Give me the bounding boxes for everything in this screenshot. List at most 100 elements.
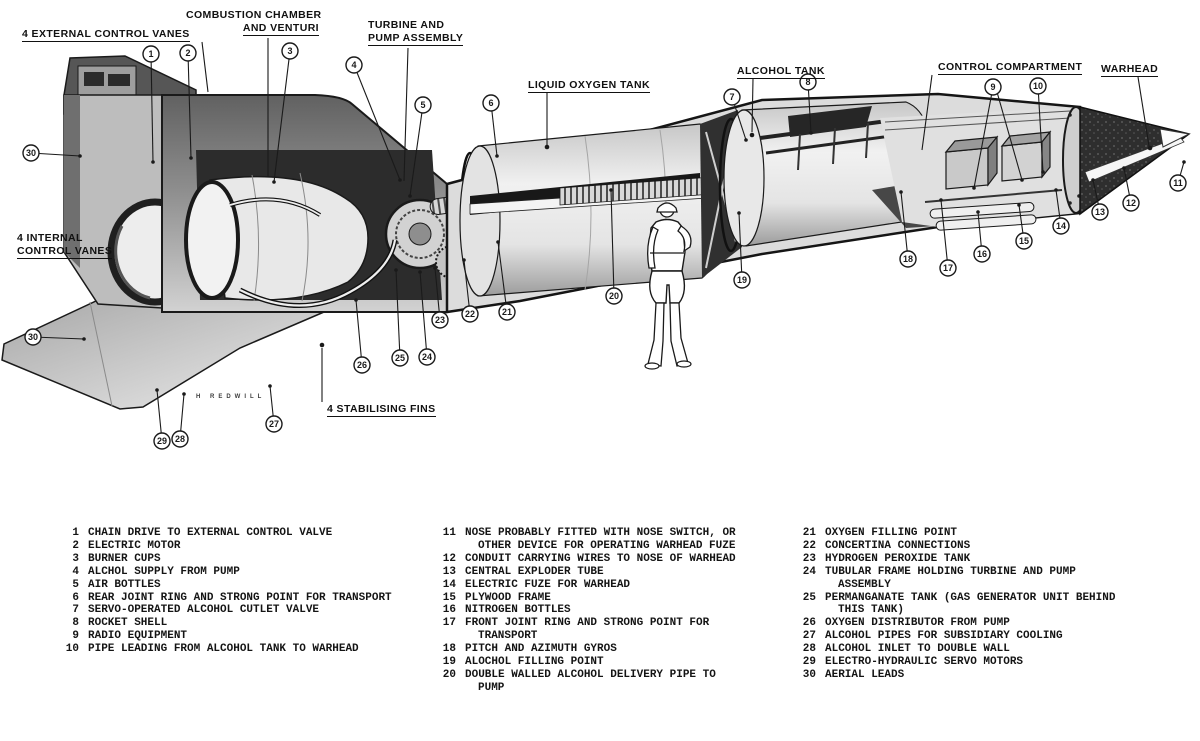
legend-item-text: ELECTRIC MOTOR (88, 539, 181, 552)
svg-text:2: 2 (185, 48, 190, 58)
callout-30: 30 (24, 328, 86, 346)
legend-item-number: 26 (802, 617, 816, 630)
legend-item-number: 27 (802, 630, 816, 643)
legend-item-text: BURNER CUPS (88, 552, 161, 565)
legend-item-20: 20 DOUBLE WALLED ALCOHOL DELIVERY PIPE TO… (432, 669, 790, 695)
legend-item-number: 7 (72, 604, 79, 617)
legend-item-text: ALOCHOL FILLING POINT (465, 656, 604, 669)
legend-item-number: 29 (802, 656, 816, 669)
combustion-chamber (184, 172, 369, 302)
svg-text:10: 10 (1033, 81, 1043, 91)
callout-26: 26 (353, 298, 371, 374)
plywood-frame-shelf (924, 189, 1063, 203)
callout-11: 11 (1169, 160, 1187, 192)
callout-14: 14 (1052, 188, 1070, 235)
callout-21: 21 (496, 240, 516, 321)
legend-item-text: ROCKET SHELL (88, 617, 168, 630)
callout-7: 7 (723, 88, 748, 142)
part-label-stabilising-fins: 4 STABILISING FINS (327, 403, 436, 417)
legend-item-number: 28 (802, 643, 816, 656)
legend-item-19: 19 ALOCHOL FILLING POINT (432, 656, 790, 669)
legend-item-text: CONCERTINA CONNECTIONS (825, 539, 971, 552)
svg-text:21: 21 (502, 307, 512, 317)
legend-item-number: 6 (72, 591, 79, 604)
svg-text:1: 1 (148, 49, 153, 59)
legend-item-number: 20 (442, 668, 456, 681)
callout-24: 24 (418, 270, 436, 366)
radio-equipment-box (1000, 130, 1052, 182)
callout-30: 30 (22, 144, 82, 162)
callout-15: 15 (1015, 203, 1033, 250)
artist-signature: H REDWILL (196, 394, 266, 400)
legend-item-number: 23 (802, 552, 816, 565)
legend-item-number: 3 (72, 552, 79, 565)
legend-item-text: ALCOHOL INLET TO DOUBLE WALL (825, 643, 1010, 656)
legend-item-3: 3 BURNER CUPS (55, 553, 430, 566)
callout-22: 22 (461, 258, 479, 323)
legend-item-number: 4 (72, 565, 79, 578)
stabilising-fin-lower (1, 295, 347, 410)
legend-item-8: 8 ROCKET SHELL (55, 617, 430, 630)
legend-item-number: 17 (442, 617, 456, 630)
svg-text:24: 24 (422, 352, 432, 362)
callout-6: 6 (482, 94, 500, 158)
legend-item-text: NITROGEN BOTTLES (465, 604, 571, 617)
legend-item-26: 26 OXYGEN DISTRIBUTOR FROM PUMP (792, 617, 1192, 630)
legend-item-text: CONDUIT CARRYING WIRES TO NOSE OF WARHEA… (465, 552, 736, 565)
svg-text:3: 3 (287, 46, 292, 56)
legend-item-text: ELECTRO-HYDRAULIC SERVO MOTORS (825, 656, 1024, 669)
callout-17: 17 (939, 198, 957, 277)
legend-item-text: PITCH AND AZIMUTH GYROS (465, 643, 617, 656)
legend-item-text: OXYGEN DISTRIBUTOR FROM PUMP (825, 617, 1010, 630)
svg-text:30: 30 (26, 148, 36, 158)
callout-20: 20 (605, 188, 623, 305)
callout-2: 2 (179, 44, 197, 160)
svg-text:19: 19 (737, 275, 747, 285)
rocket-cutaway-drawing: 1234567891011121314151617181920212223242… (1, 38, 1191, 450)
callout-19: 19 (733, 211, 751, 289)
legend-item-text: PLYWOOD FRAME (465, 591, 551, 604)
svg-text:4: 4 (351, 60, 356, 70)
callout-23: 23 (431, 266, 449, 329)
human-figure-silhouette (644, 202, 692, 370)
warhead-cone (1079, 106, 1191, 216)
legend-item-number: 30 (802, 668, 816, 681)
part-label-liquid-oxygen-tank: LIQUID OXYGEN TANK (528, 79, 650, 93)
legend-item-number: 14 (442, 578, 456, 591)
callout-27: 27 (265, 384, 283, 433)
svg-text:29: 29 (157, 436, 167, 446)
legend-item-number: 22 (802, 539, 816, 552)
svg-text:5: 5 (420, 100, 425, 110)
legend-item-text: CENTRAL EXPLODER TUBE (465, 565, 604, 578)
legend-item-number: 19 (442, 656, 456, 669)
svg-text:25: 25 (395, 353, 405, 363)
label-leader-lines (201, 38, 1153, 402)
svg-text:6: 6 (488, 98, 493, 108)
legend-item-text: RADIO EQUIPMENT (88, 630, 188, 643)
callout-1: 1 (142, 45, 160, 164)
svg-text:16: 16 (977, 249, 987, 259)
legend-item-7: 7 SERVO-OPERATED ALCOHOL CUTLET VALVE (55, 604, 430, 617)
legend-item-number: 8 (72, 617, 79, 630)
legend-item-text: SERVO-OPERATED ALCOHOL CUTLET VALVE (88, 604, 320, 617)
legend-item-number: 1 (72, 527, 79, 539)
legend-item-number: 10 (65, 643, 79, 656)
svg-text:22: 22 (465, 309, 475, 319)
